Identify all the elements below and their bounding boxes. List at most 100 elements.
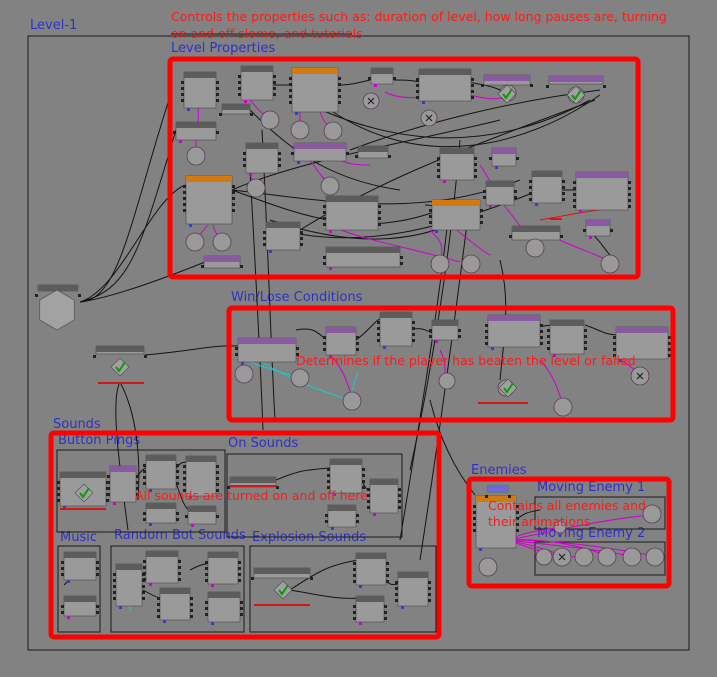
input-link[interactable]	[183, 483, 186, 486]
input-link[interactable]	[61, 573, 64, 576]
input-link[interactable]	[325, 514, 328, 517]
input-link[interactable]	[429, 215, 432, 218]
input-link[interactable]	[263, 237, 266, 240]
variable-link[interactable]	[329, 267, 332, 270]
output-link[interactable]	[560, 235, 563, 238]
input-link[interactable]	[243, 158, 246, 161]
switch-icon[interactable]	[367, 97, 375, 105]
variable-link[interactable]	[189, 224, 192, 227]
output-link[interactable]	[278, 152, 281, 155]
output-link[interactable]	[516, 511, 519, 514]
node-header[interactable]	[484, 75, 530, 81]
variable-node[interactable]	[574, 547, 594, 567]
node-header[interactable]	[230, 477, 276, 483]
input-link[interactable]	[107, 487, 110, 490]
output-link[interactable]	[562, 192, 565, 195]
input-link[interactable]	[93, 355, 96, 358]
input-link[interactable]	[509, 235, 512, 238]
output-link[interactable]	[668, 348, 671, 351]
output-link[interactable]	[273, 87, 276, 90]
input-link[interactable]	[227, 486, 230, 489]
output-link[interactable]	[386, 580, 389, 583]
output-link[interactable]	[300, 237, 303, 240]
output-link[interactable]	[628, 181, 631, 184]
node-underline[interactable]	[254, 604, 310, 606]
variable-link[interactable]	[119, 606, 122, 609]
output-link[interactable]	[278, 158, 281, 161]
input-link[interactable]	[323, 336, 326, 339]
input-link[interactable]	[377, 321, 380, 324]
output-link[interactable]	[398, 488, 401, 491]
output-link[interactable]	[480, 221, 483, 224]
node-header[interactable]	[186, 176, 232, 182]
input-link[interactable]	[485, 495, 488, 498]
input-link[interactable]	[243, 152, 246, 155]
input-link[interactable]	[243, 164, 246, 167]
node-header[interactable]	[512, 226, 560, 232]
condition-node[interactable]	[273, 580, 293, 600]
variable-link[interactable]	[401, 606, 404, 609]
output-link[interactable]	[628, 193, 631, 196]
output-link[interactable]	[232, 209, 235, 212]
variable-node[interactable]	[525, 238, 545, 258]
variable-node[interactable]	[535, 548, 553, 566]
output-link[interactable]	[142, 597, 145, 600]
output-link[interactable]	[530, 84, 533, 87]
output-link[interactable]	[96, 561, 99, 564]
output-link[interactable]	[273, 93, 276, 96]
node-underline[interactable]	[550, 218, 562, 220]
input-link[interactable]	[157, 603, 160, 606]
input-link[interactable]	[183, 465, 186, 468]
input-link[interactable]	[143, 572, 146, 575]
input-link[interactable]	[107, 475, 110, 478]
node-header[interactable]	[398, 572, 428, 578]
output-link[interactable]	[273, 75, 276, 78]
input-link[interactable]	[429, 221, 432, 224]
input-link[interactable]	[613, 354, 616, 357]
output-link[interactable]	[384, 605, 387, 608]
input-link[interactable]	[143, 566, 146, 569]
output-link[interactable]	[300, 243, 303, 246]
input-link[interactable]	[613, 336, 616, 339]
variable-link[interactable]	[589, 236, 592, 239]
node-header[interactable]	[64, 596, 96, 602]
input-link[interactable]	[416, 96, 419, 99]
input-link[interactable]	[327, 486, 330, 489]
input-link[interactable]	[546, 85, 549, 88]
output-link[interactable]	[216, 131, 219, 134]
input-link[interactable]	[238, 93, 241, 96]
variable-node[interactable]	[622, 547, 642, 567]
node-header[interactable]	[146, 455, 176, 461]
output-link[interactable]	[474, 169, 477, 172]
input-link[interactable]	[377, 333, 380, 336]
input-link[interactable]	[61, 611, 64, 614]
output-link[interactable]	[480, 209, 483, 212]
input-link[interactable]	[113, 573, 116, 576]
input-link[interactable]	[235, 347, 238, 350]
node-header[interactable]	[208, 592, 240, 598]
kismet-node[interactable]	[185, 175, 233, 225]
output-link[interactable]	[273, 81, 276, 84]
node-header[interactable]	[356, 553, 386, 559]
output-link[interactable]	[178, 566, 181, 569]
output-link[interactable]	[471, 90, 474, 93]
input-link[interactable]	[573, 199, 576, 202]
input-link[interactable]	[183, 191, 186, 194]
output-link[interactable]	[240, 601, 243, 604]
input-link[interactable]	[613, 348, 616, 351]
input-link[interactable]	[367, 494, 370, 497]
variable-link[interactable]	[331, 527, 334, 530]
input-link[interactable]	[395, 599, 398, 602]
input-link[interactable]	[353, 580, 356, 583]
input-link[interactable]	[263, 231, 266, 234]
input-link[interactable]	[185, 515, 188, 518]
output-link[interactable]	[190, 609, 193, 612]
variable-node[interactable]	[600, 254, 620, 274]
variable-node[interactable]	[290, 120, 310, 140]
node-header[interactable]	[60, 472, 106, 478]
variable-node[interactable]	[260, 110, 280, 130]
input-link[interactable]	[235, 353, 238, 356]
variable-link[interactable]	[422, 101, 425, 104]
variable-link[interactable]	[149, 523, 152, 526]
input-link[interactable]	[377, 339, 380, 342]
